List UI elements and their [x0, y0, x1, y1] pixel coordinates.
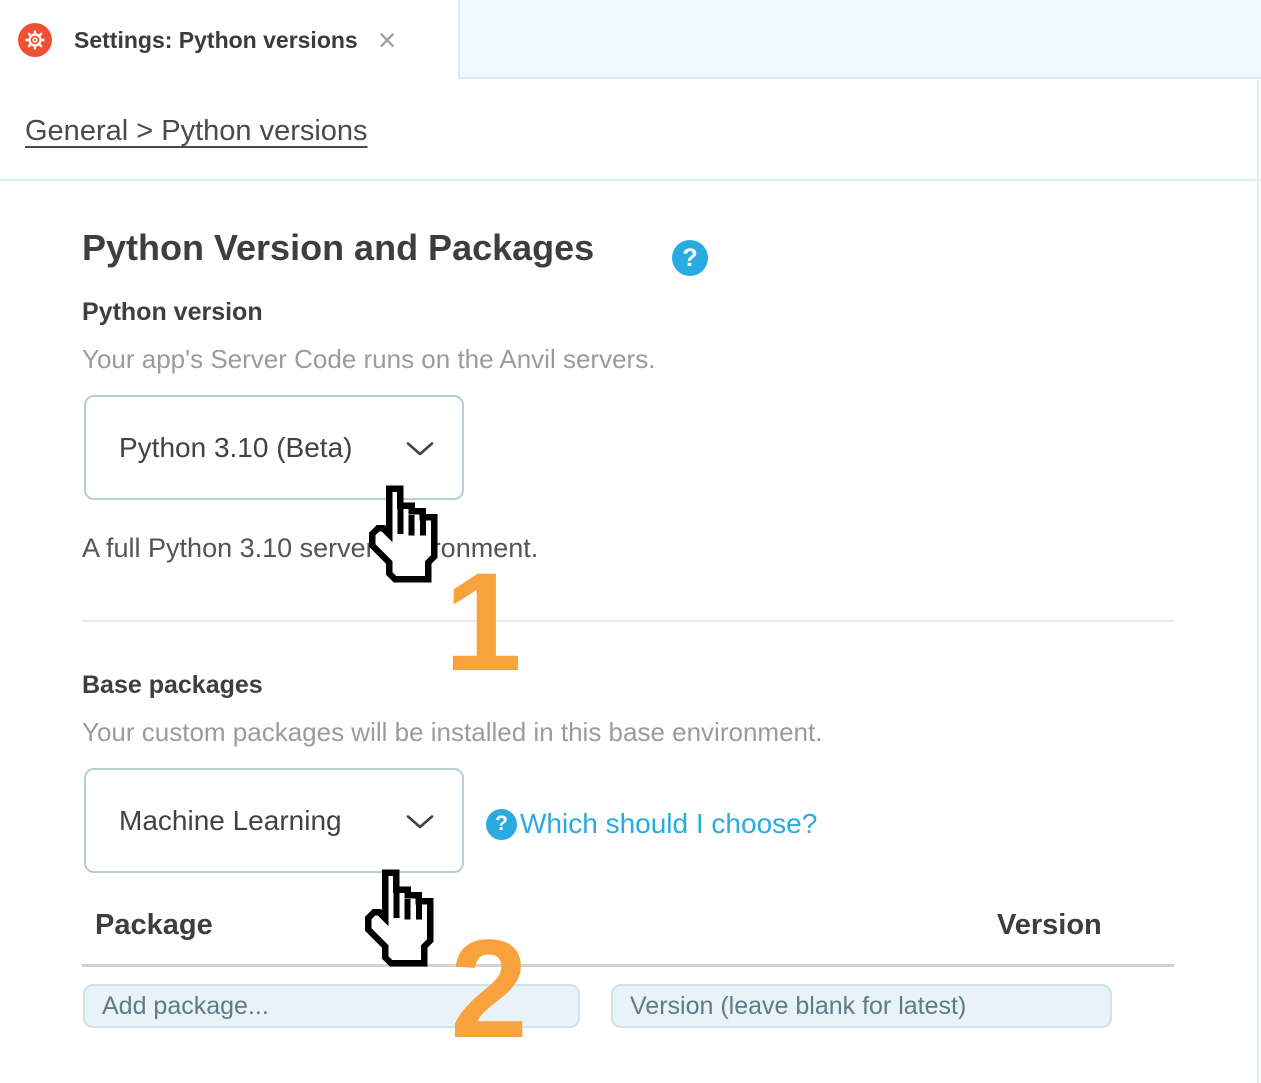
help-icon[interactable]: ?	[672, 240, 708, 276]
panel-top-divider	[0, 179, 1261, 181]
add-package-input[interactable]	[83, 984, 580, 1028]
version-column-header: Version	[997, 909, 1102, 941]
base-packages-selected-value: Machine Learning	[119, 804, 342, 836]
hand-cursor-icon	[362, 481, 442, 592]
tab-settings-python-versions[interactable]: Settings: Python versions ×	[0, 0, 458, 80]
gear-icon	[18, 23, 52, 57]
step-1-annotation: 1	[444, 543, 522, 700]
base-packages-select[interactable]: Machine Learning	[84, 768, 464, 873]
breadcrumb[interactable]: General > Python versions	[25, 115, 368, 147]
package-column-header: Package	[95, 909, 213, 941]
help-link-label: Which should I choose?	[520, 808, 818, 839]
close-icon[interactable]: ×	[377, 22, 397, 58]
table-header-divider	[82, 964, 1174, 967]
chevron-down-icon	[405, 432, 435, 464]
package-version-input[interactable]	[611, 984, 1112, 1028]
hand-cursor-icon	[358, 865, 438, 976]
panel-right-divider	[1257, 80, 1259, 1083]
page-title: Python Version and Packages	[82, 227, 595, 268]
python-version-description: Your app's Server Code runs on the Anvil…	[82, 344, 656, 374]
chevron-down-icon	[405, 805, 435, 837]
which-should-i-choose-link[interactable]: ? Which should I choose?	[486, 806, 817, 842]
python-version-selected-value: Python 3.10 (Beta)	[119, 431, 353, 463]
base-packages-label: Base packages	[82, 671, 263, 699]
tab-strip-empty-area	[458, 0, 1261, 79]
help-icon: ?	[486, 808, 517, 840]
python-version-note: A full Python 3.10 server environment.	[82, 533, 539, 563]
python-version-select[interactable]: Python 3.10 (Beta)	[84, 395, 464, 500]
python-version-label: Python version	[82, 298, 263, 326]
step-2-annotation: 2	[450, 910, 528, 1067]
section-divider	[82, 620, 1174, 622]
tab-title: Settings: Python versions	[74, 26, 358, 53]
base-packages-description: Your custom packages will be installed i…	[82, 717, 823, 747]
